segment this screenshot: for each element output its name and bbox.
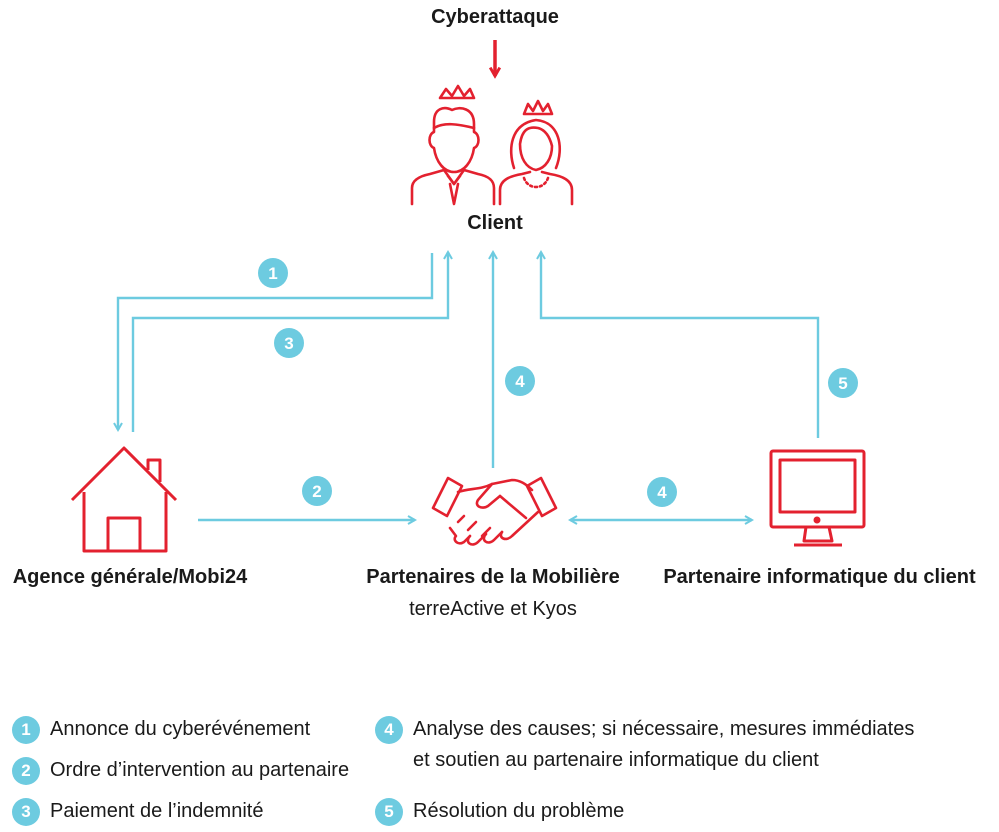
- arrow-5: [541, 252, 820, 438]
- legend-item-5: 5 Résolution du problème: [375, 798, 624, 827]
- legend-badge-2: 2: [12, 757, 40, 785]
- legend-text-4-line1: Analyse des causes; si nécessaire, mesur…: [413, 718, 915, 740]
- monitor-icon: [769, 449, 866, 547]
- legend-badge-5: 5: [375, 798, 403, 826]
- diagram-title: Cyberattaque: [431, 6, 559, 28]
- agency-label: Agence générale/Mobi24: [12, 566, 248, 588]
- svg-text:4: 4: [657, 483, 667, 502]
- partners-label: Partenaires de la Mobilière: [366, 566, 620, 588]
- client-man-icon: [410, 84, 496, 206]
- arrow-3: [131, 252, 448, 432]
- legend-text-3: Paiement de l’indemnité: [50, 800, 264, 822]
- legend-item-3: 3 Paiement de l’indemnité: [12, 798, 263, 827]
- legend-badge-1: 1: [12, 716, 40, 744]
- badge-1: 1: [258, 258, 288, 288]
- legend-item-4: 4 Analyse des causes; si nécessaire, mes…: [375, 716, 914, 776]
- legend-item-1: 1 Annonce du cyberévénement: [12, 716, 310, 745]
- client-woman-icon: [498, 99, 574, 206]
- legend-text-5: Résolution du problème: [413, 800, 625, 822]
- svg-text:4: 4: [515, 372, 525, 391]
- partners-sublabel: terreActive et Kyos: [409, 598, 577, 620]
- svg-text:1: 1: [268, 264, 277, 283]
- legend-badge-4: 4: [375, 716, 403, 744]
- arrow-1: [118, 253, 434, 430]
- badge-4-horizontal: 4: [647, 477, 677, 507]
- svg-text:3: 3: [284, 334, 293, 353]
- legend-item-2: 2 Ordre d’intervention au partenaire: [12, 757, 349, 786]
- legend-text-2: Ordre d’intervention au partenaire: [50, 759, 350, 781]
- legend-text-1: Annonce du cyberévénement: [50, 718, 311, 740]
- badge-5: 5: [828, 368, 858, 398]
- handshake-icon: [431, 476, 558, 546]
- client-label: Client: [467, 212, 523, 234]
- badge-3: 3: [274, 328, 304, 358]
- badge-4-vertical: 4: [505, 366, 535, 396]
- house-icon: [70, 446, 178, 553]
- badge-2: 2: [302, 476, 332, 506]
- legend-text-4-line2: et soutien au partenaire informatique du…: [413, 749, 819, 771]
- svg-text:5: 5: [838, 374, 847, 393]
- legend-badge-3: 3: [12, 798, 40, 826]
- it-partner-label: Partenaire informatique du client: [663, 566, 976, 588]
- svg-text:2: 2: [312, 482, 321, 501]
